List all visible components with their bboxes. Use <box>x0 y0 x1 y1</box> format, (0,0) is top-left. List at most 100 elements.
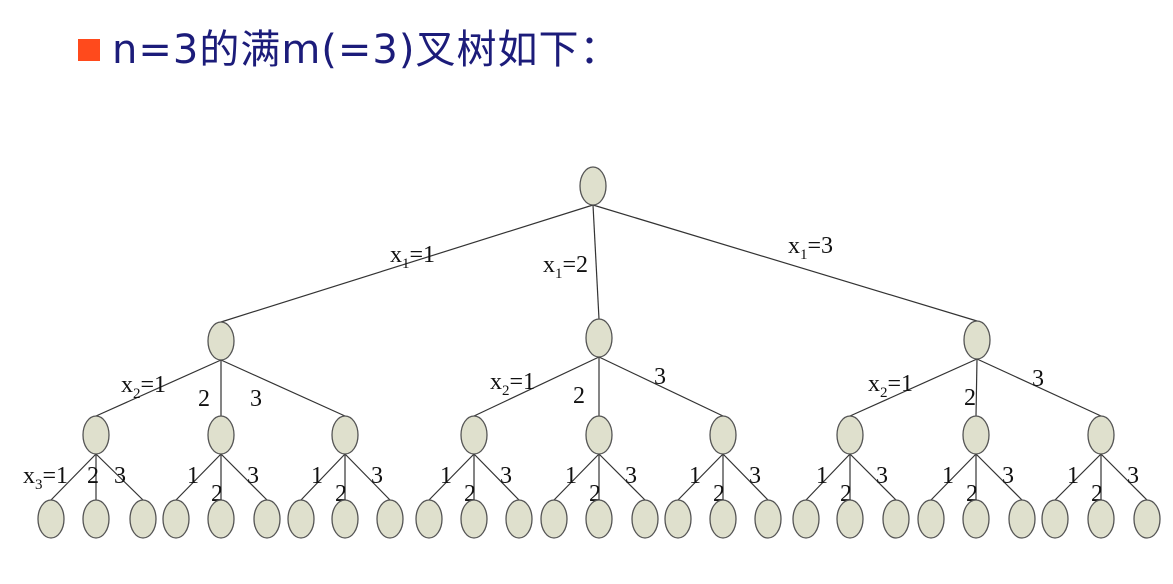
tree-node-level2 <box>962 415 990 455</box>
tree-leaf-node <box>376 499 404 539</box>
edge-label-level3: 3 <box>371 463 383 489</box>
edge-level3 <box>344 453 391 501</box>
edge-label-level1: x1=1 <box>390 242 435 272</box>
slide-title: n=3的满m(=3)叉树如下： <box>112 27 621 73</box>
tree-leaf-node <box>754 499 782 539</box>
tree-leaf-node <box>331 499 359 539</box>
tree-nodes <box>37 166 1161 539</box>
edge-label-level3: 1 <box>565 463 577 489</box>
tree-leaf-node <box>207 499 235 539</box>
edge-label-level3: 3 <box>1127 463 1139 489</box>
tree-node-level2 <box>1087 415 1115 455</box>
tree-leaf-node <box>253 499 281 539</box>
tree-node-level2 <box>82 415 110 455</box>
edge-level2 <box>95 359 222 417</box>
edge-label-level2: 2 <box>573 383 585 409</box>
tree-leaf-node <box>82 499 110 539</box>
edge-label-level3: 1 <box>311 463 323 489</box>
edge-level1 <box>592 204 600 320</box>
edge-level3 <box>175 453 222 501</box>
edge-level2 <box>976 358 1102 417</box>
edge-label-level3: 3 <box>500 463 512 489</box>
tree-leaf-node <box>709 499 737 539</box>
edge-level3 <box>805 453 851 501</box>
edge-label-level3: x3=1 <box>23 463 68 493</box>
edge-level3 <box>553 453 600 501</box>
tree-leaf-node <box>37 499 65 539</box>
tree-leaf-node <box>882 499 910 539</box>
tree-leaf-node <box>1041 499 1069 539</box>
tree-leaf-node <box>460 499 488 539</box>
edge-level3 <box>677 453 724 501</box>
edge-label-level3: 1 <box>187 463 199 489</box>
edge-level2 <box>849 358 978 417</box>
tree-leaf-node <box>585 499 613 539</box>
edge-level3 <box>598 453 646 501</box>
edge-level3 <box>428 453 475 501</box>
edge-label-level3: 1 <box>1067 463 1079 489</box>
edge-label-level1: x1=2 <box>543 252 588 282</box>
edge-label-level3: 1 <box>816 463 828 489</box>
edge-level2 <box>220 359 346 417</box>
edge-level2 <box>473 356 600 417</box>
tree-leaf-node <box>836 499 864 539</box>
edge-level3 <box>930 453 977 501</box>
tree-node-level2 <box>331 415 359 455</box>
tree-node-level2 <box>709 415 737 455</box>
tree-leaf-node <box>962 499 990 539</box>
edge-label-level3: 3 <box>114 463 126 489</box>
tree-leaf-node <box>1133 499 1161 539</box>
edge-label-level3: 2 <box>87 463 99 489</box>
edge-label-level1: x1=3 <box>788 233 833 263</box>
edge-level3 <box>849 453 897 501</box>
edge-label-level3: 1 <box>942 463 954 489</box>
edge-label-level3: 3 <box>247 463 259 489</box>
tree-leaf-node <box>917 499 945 539</box>
edge-level3 <box>1100 453 1148 501</box>
tree-leaf-node <box>664 499 692 539</box>
edge-level2 <box>598 356 724 417</box>
edge-level3 <box>300 453 346 501</box>
tree-leaf-node <box>631 499 659 539</box>
tree-leaf-node <box>540 499 568 539</box>
edge-level3 <box>220 453 268 501</box>
tree-node-level2 <box>836 415 864 455</box>
tree-edges <box>50 204 1148 501</box>
edge-label-level3: 3 <box>625 463 637 489</box>
edge-level3 <box>975 453 1023 501</box>
edge-label-level2: 3 <box>250 386 262 412</box>
title-row: n=3的满m(=3)叉树如下： <box>78 30 620 70</box>
edge-level3 <box>95 453 144 501</box>
edge-label-level3: 3 <box>1002 463 1014 489</box>
edge-label-level3: 3 <box>876 463 888 489</box>
tree-leaf-node <box>287 499 315 539</box>
root-node <box>579 166 607 206</box>
edge-level3 <box>473 453 520 501</box>
edge-level3 <box>722 453 769 501</box>
edge-level3 <box>50 453 97 501</box>
tree-node-level1 <box>207 321 235 361</box>
edge-label-level3: 1 <box>440 463 452 489</box>
edge-label-level2: x2=1 <box>868 371 913 401</box>
tree-node-level1 <box>585 318 613 358</box>
edge-level2 <box>975 358 978 417</box>
tree-leaf-node <box>415 499 443 539</box>
tree-node-level2 <box>585 415 613 455</box>
edge-label-level3: 1 <box>689 463 701 489</box>
tree-leaf-node <box>505 499 533 539</box>
tree-leaf-node <box>792 499 820 539</box>
square-bullet-icon <box>78 39 100 61</box>
tree-leaf-node <box>162 499 190 539</box>
edge-level1 <box>220 204 594 323</box>
tree-leaf-node <box>129 499 157 539</box>
edge-label-level2: x2=1 <box>490 369 535 399</box>
edge-label-level2: 3 <box>1032 366 1044 392</box>
tree-node-level2 <box>207 415 235 455</box>
tree-node-level2 <box>460 415 488 455</box>
edge-label-level2: x2=1 <box>121 372 166 402</box>
edge-label-level2: 2 <box>964 385 976 411</box>
edge-label-level3: 3 <box>749 463 761 489</box>
tree-leaf-node <box>1087 499 1115 539</box>
